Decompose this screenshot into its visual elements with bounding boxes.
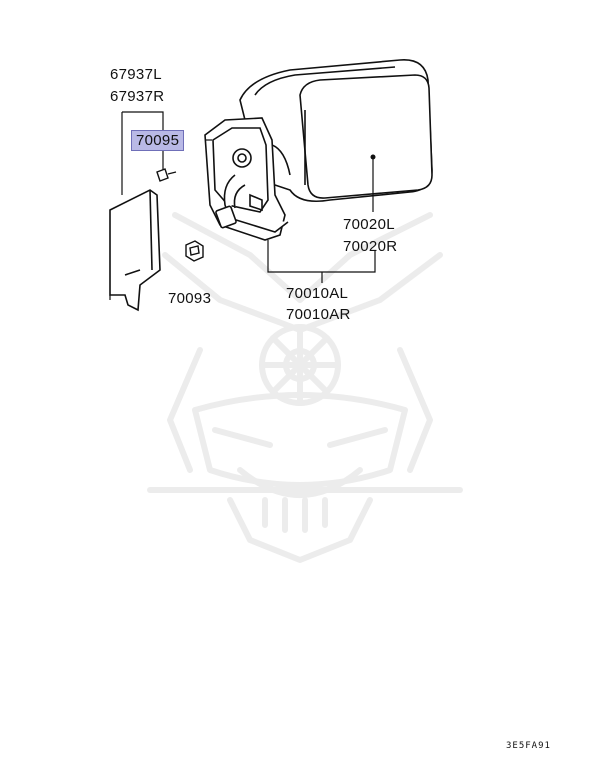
cover-label-left: 67937L bbox=[110, 66, 162, 83]
glass-label-left: 70020L bbox=[343, 216, 395, 233]
nut-part bbox=[185, 240, 204, 262]
mirror-label-right: 70010AR bbox=[286, 306, 351, 323]
glass-label-right: 70020R bbox=[343, 238, 398, 255]
watermark-emblem bbox=[147, 212, 463, 563]
mirror-body bbox=[204, 117, 291, 241]
screw-label-highlighted[interactable]: 70095 bbox=[131, 130, 185, 151]
screw-part bbox=[156, 168, 177, 182]
diagram-code: 3E5FA91 bbox=[506, 741, 551, 751]
cover-label-right: 67937R bbox=[110, 88, 165, 105]
mirror-cover bbox=[109, 189, 161, 312]
mirror-label-left: 70010AL bbox=[286, 285, 349, 302]
nut-label: 70093 bbox=[168, 290, 212, 307]
